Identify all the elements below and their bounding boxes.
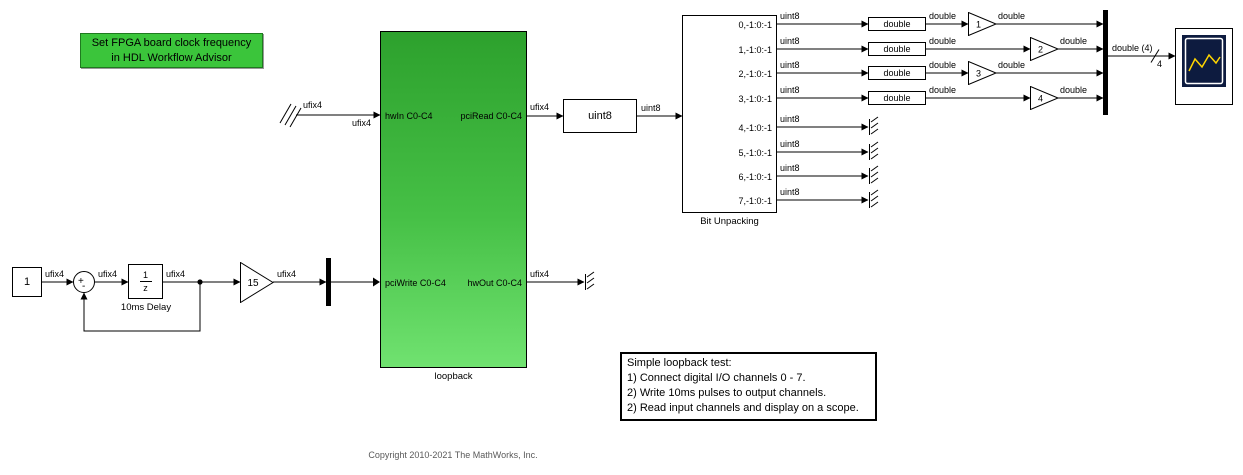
terminator-icon[interactable]	[585, 271, 595, 290]
mux-block-input[interactable]	[326, 258, 331, 306]
fpga-note-line1: Set FPGA board clock frequency	[91, 37, 252, 49]
wire-mux-to-pciwrite-bus[interactable]	[331, 277, 380, 287]
constant-value: 1	[23, 276, 31, 288]
wire-delay-to-gain[interactable]	[163, 278, 241, 286]
bit-unpacking-name: Bit Unpacking	[700, 216, 759, 227]
double-label: double	[883, 44, 911, 54]
gain-2-value: 2	[1038, 45, 1043, 55]
bitunpack-port-0: 0,-1:0:-1	[738, 20, 772, 30]
unit-delay-denominator: z	[143, 283, 148, 293]
test-note-line1: Simple loopback test:	[627, 357, 732, 369]
signal-label-uint8: uint8	[780, 60, 800, 70]
signal-label-double: double	[929, 36, 957, 46]
signal-label-uint8: uint8	[780, 85, 800, 95]
bitunpack-port-4: 4,-1:0:-1	[738, 123, 772, 133]
gain-4-block[interactable]: 4	[1030, 86, 1060, 110]
terminator-icon[interactable]	[869, 165, 879, 184]
signal-label-ufix4: ufix4	[277, 269, 297, 279]
test-note-line3: 2) Write 10ms pulses to output channels.	[627, 387, 827, 399]
bitunpack-port-3: 3,-1:0:-1	[738, 94, 772, 104]
unit-delay-name: 10ms Delay	[120, 302, 172, 313]
gain-15-value: 15	[248, 278, 260, 289]
unit-delay-numerator: 1	[142, 270, 148, 280]
gain-3-value: 3	[976, 69, 981, 79]
signal-label-ufix4: ufix4	[98, 269, 118, 279]
unit-delay-fraction: 1 z	[139, 270, 152, 293]
double-conversion-block-3[interactable]: double	[868, 66, 926, 80]
bitunpack-port-5: 5,-1:0:-1	[738, 148, 772, 158]
signal-label-double: double	[1060, 85, 1088, 95]
gain-1-block[interactable]: 1	[968, 12, 998, 36]
signal-label-ufix4: ufix4	[530, 269, 550, 279]
scope-screen-icon	[1182, 35, 1226, 87]
loopback-name: loopback	[434, 371, 473, 382]
signal-label-uint8: uint8	[780, 36, 800, 46]
double-label: double	[883, 93, 911, 103]
fpga-note-line2: in HDL Workflow Advisor	[111, 52, 232, 64]
ground-icon[interactable]	[279, 103, 302, 128]
gain-3-block[interactable]: 3	[968, 61, 998, 85]
loopback-test-annotation: Simple loopback test: 1) Connect digital…	[620, 352, 877, 421]
terminator-icon[interactable]	[869, 189, 879, 208]
test-note-line2: 1) Connect digital I/O channels 0 - 7.	[627, 372, 806, 384]
uint8-conversion-block[interactable]: uint8	[563, 99, 637, 133]
signal-label-uint8: uint8	[780, 139, 800, 149]
port-label-pciwrite: pciWrite C0-C4	[385, 278, 446, 288]
scope-block[interactable]	[1175, 28, 1233, 105]
signal-label-uint8: uint8	[780, 114, 800, 124]
signal-label-ufix4: ufix4	[45, 269, 65, 279]
loopback-block[interactable]: hwIn C0-C4 pciWrite C0-C4 pciRead C0-C4 …	[380, 31, 527, 368]
port-label-hwin: hwIn C0-C4	[385, 111, 433, 121]
signal-label-uint8: uint8	[780, 11, 800, 21]
bitunpack-port-2: 2,-1:0:-1	[738, 69, 772, 79]
signal-label-ufix4: ufix4	[303, 100, 323, 110]
mux-block-output[interactable]	[1103, 10, 1108, 115]
signal-label-ufix4: ufix4	[352, 118, 372, 128]
vector-width-label: 4	[1157, 59, 1163, 69]
signal-label-double: double	[1060, 36, 1088, 46]
signal-label-double-vector: double (4)	[1112, 43, 1153, 53]
fpga-clock-annotation[interactable]: Set FPGA board clock frequency in HDL Wo…	[80, 33, 263, 68]
bitunpack-port-7: 7,-1:0:-1	[738, 196, 772, 206]
bitunpack-port-1: 1,-1:0:-1	[738, 45, 772, 55]
gain-15-block[interactable]: 15	[240, 262, 274, 303]
signal-label-double: double	[998, 60, 1026, 70]
sum-sign-minus: -	[82, 281, 86, 292]
bitunpack-port-6: 6,-1:0:-1	[738, 172, 772, 182]
double-conversion-block-4[interactable]: double	[868, 91, 926, 105]
signal-label-ufix4: ufix4	[530, 102, 550, 112]
gain-2-block[interactable]: 2	[1030, 37, 1060, 61]
vector-width-slash	[1150, 49, 1160, 63]
signal-label-uint8: uint8	[780, 187, 800, 197]
double-label: double	[883, 68, 911, 78]
sum-sign-plus: +	[78, 276, 84, 287]
signal-label-double: double	[929, 60, 957, 70]
copyright-annotation: Copyright 2010-2021 The MathWorks, Inc.	[368, 450, 538, 460]
signal-label-double: double	[998, 11, 1026, 21]
port-label-pciread: pciRead C0-C4	[460, 111, 522, 121]
signal-label-double: double	[929, 85, 957, 95]
double-conversion-block-2[interactable]: double	[868, 42, 926, 56]
gain-1-value: 1	[976, 20, 981, 30]
unit-delay-block[interactable]: 1 z	[128, 264, 163, 299]
sum-block[interactable]: + -	[73, 271, 95, 293]
uint8-conversion-label: uint8	[588, 110, 612, 122]
fraction-bar	[139, 281, 152, 282]
signal-label-ufix4: ufix4	[166, 269, 186, 279]
wire-feedback-to-sum[interactable]	[80, 282, 201, 332]
signal-label-double: double	[929, 11, 957, 21]
double-label: double	[883, 19, 911, 29]
double-conversion-block-1[interactable]: double	[868, 17, 926, 31]
wire-mux-to-scope[interactable]	[1108, 49, 1176, 63]
port-label-hwout: hwOut C0-C4	[467, 278, 522, 288]
bit-unpacking-block[interactable]: 0,-1:0:-1 1,-1:0:-1 2,-1:0:-1 3,-1:0:-1 …	[682, 15, 777, 213]
signal-label-uint8: uint8	[780, 163, 800, 173]
gain-4-value: 4	[1038, 94, 1043, 104]
terminator-icon[interactable]	[869, 141, 879, 160]
terminator-icon[interactable]	[869, 116, 879, 135]
signal-label-uint8: uint8	[641, 103, 661, 113]
constant-block[interactable]: 1	[12, 267, 42, 297]
test-note-line4: 2) Read input channels and display on a …	[627, 402, 859, 414]
